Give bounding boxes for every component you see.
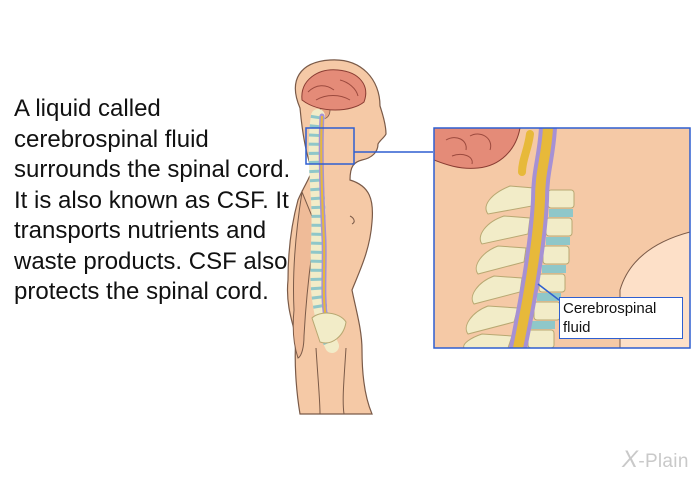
body-text: A liquid called cerebrospinal fluid surr… xyxy=(14,95,291,305)
neck-highlight-box xyxy=(305,127,355,165)
side-profile-body-illustration xyxy=(286,59,387,415)
brand-logo: X-Plain xyxy=(622,446,689,474)
zoom-frame xyxy=(433,127,691,349)
csf-callout-label: Cerebrospinal fluid xyxy=(559,297,683,339)
csf-pointer-line xyxy=(537,283,560,301)
brand-rest: -Plain xyxy=(638,451,689,472)
brand-x: X xyxy=(622,446,639,473)
